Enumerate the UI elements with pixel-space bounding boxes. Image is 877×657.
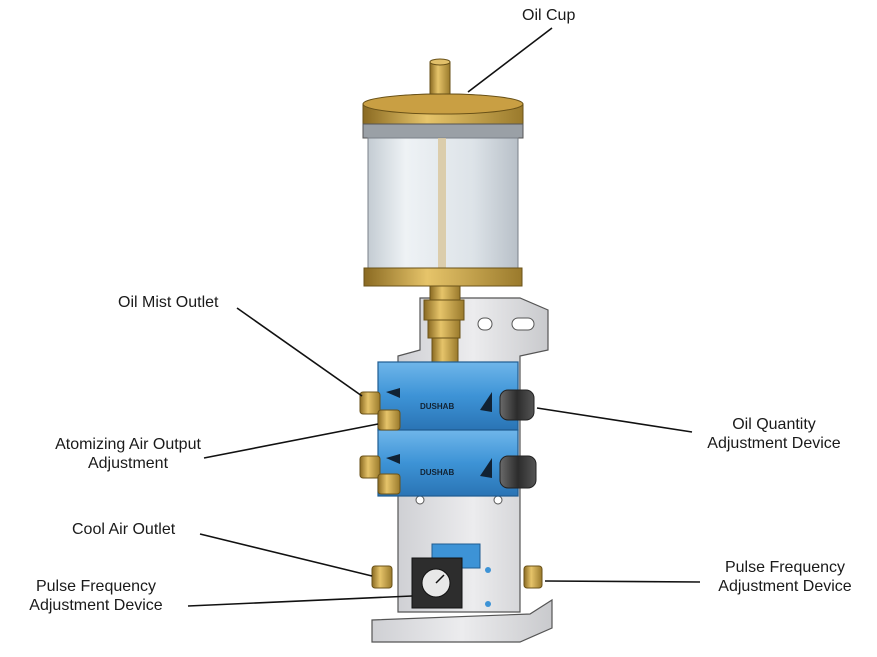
label-line: Atomizing Air Output — [55, 436, 201, 453]
label-line: Pulse Frequency — [35, 578, 157, 595]
label-oil-cup: Oil Cup — [522, 7, 576, 24]
block-brand-lower: DUSHAB — [420, 468, 454, 477]
label-line: Adjustment — [87, 455, 169, 472]
label-pulse-frequency-left: Pulse Frequency Adjustment Device — [6, 577, 186, 615]
oil-cup — [362, 58, 524, 365]
pulse-frequency-dial — [411, 543, 491, 609]
label-line: Pulse Frequency — [724, 559, 846, 576]
label-pulse-frequency-right: Pulse Frequency Adjustment Device — [700, 558, 870, 596]
block-brand-upper: DUSHAB — [420, 402, 454, 411]
label-line: Oil Quantity — [732, 416, 816, 433]
label-oil-mist-outlet: Oil Mist Outlet — [118, 294, 219, 311]
label-atomizing-air-output-adjustment: Atomizing Air Output Adjustment — [33, 435, 223, 473]
leader-lines — [187, 27, 701, 607]
label-cool-air-outlet: Cool Air Outlet — [72, 521, 176, 538]
label-line: Adjustment Device — [29, 597, 163, 614]
label-line: Adjustment Device — [707, 435, 841, 452]
label-line: Adjustment Device — [718, 578, 852, 595]
pump-block-lower: DUSHAB — [377, 429, 519, 497]
label-oil-quantity-adjustment: Oil Quantity Adjustment Device — [694, 415, 854, 453]
oil-quantity-knobs — [499, 389, 537, 489]
brass-fittings — [359, 391, 543, 589]
